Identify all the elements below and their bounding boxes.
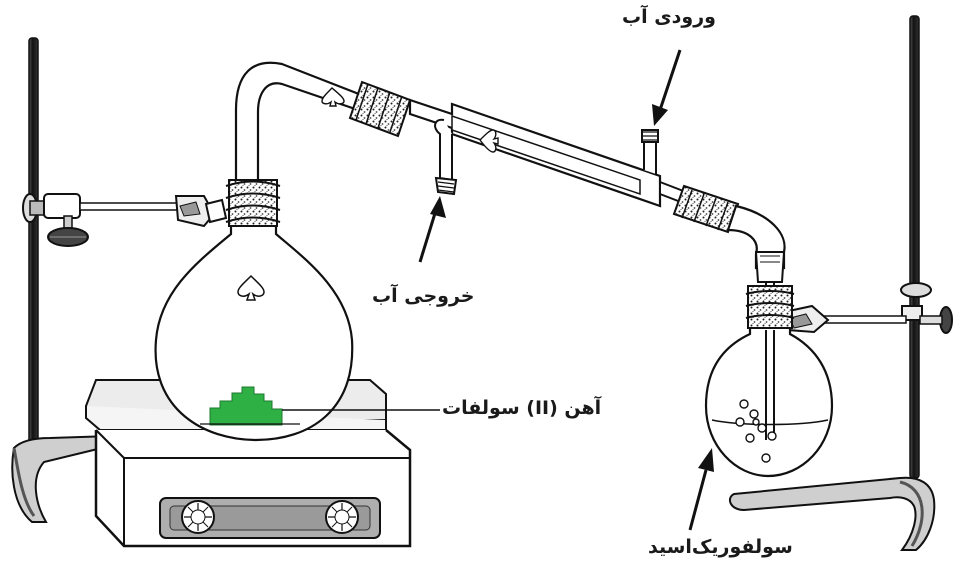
left-clamp (23, 194, 226, 246)
still-head (226, 63, 364, 226)
label-water-inlet: ورودی آب (622, 6, 716, 28)
condenser (410, 100, 686, 206)
left-flask (156, 224, 353, 440)
label-iron-sulfate: آهن (II) سولفات (442, 397, 601, 419)
dial-left-icon (182, 501, 214, 533)
arrow-sulfuric-acid (690, 448, 714, 530)
arrow-water-inlet (652, 50, 680, 126)
joint-right (674, 186, 738, 232)
right-clamp (784, 283, 952, 333)
label-water-outlet: خروجی آب (372, 285, 474, 307)
joint-left (350, 82, 410, 136)
label-sulfuric-acid: سولفوریک‌اسید (648, 536, 793, 558)
arrow-water-outlet (420, 196, 446, 262)
dial-right-icon (326, 501, 358, 533)
